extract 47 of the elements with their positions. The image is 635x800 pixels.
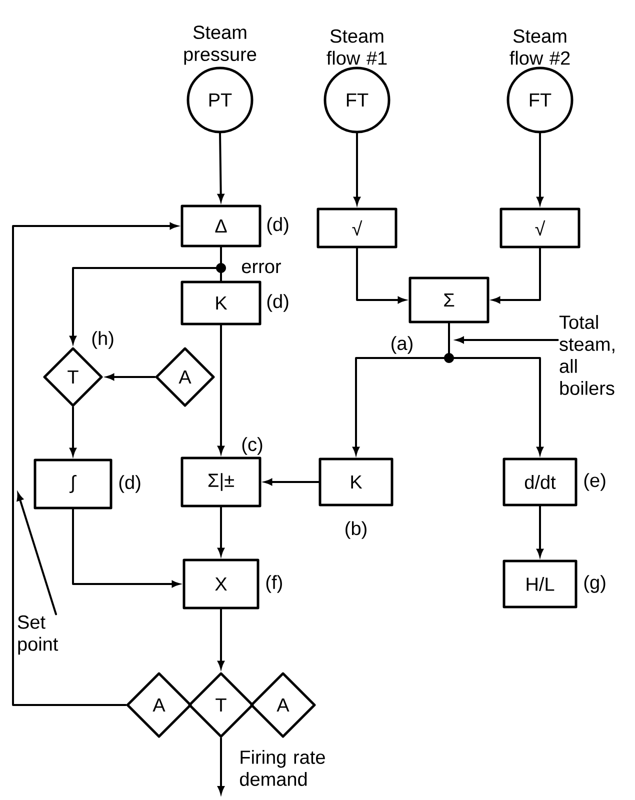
tag-label: (b) bbox=[346, 521, 366, 539]
leader-arrow bbox=[16, 493, 57, 616]
tag-label: (d) bbox=[119, 475, 140, 493]
tag-label: (c) bbox=[242, 437, 262, 455]
arrow bbox=[218, 324, 224, 454]
tag-label: (e) bbox=[584, 473, 606, 491]
tag-label: (g) bbox=[584, 575, 606, 593]
text-label: (a) bbox=[392, 336, 412, 354]
node-label: Steam pressure bbox=[184, 26, 256, 65]
arrow bbox=[218, 506, 224, 556]
function-box: √ bbox=[316, 208, 398, 248]
text-label: Set point bbox=[18, 615, 58, 655]
arrow bbox=[12, 222, 178, 706]
arrow bbox=[354, 132, 360, 204]
arrow bbox=[218, 737, 224, 794]
arrow bbox=[72, 508, 180, 588]
arrow bbox=[218, 608, 224, 669]
arrow bbox=[218, 132, 224, 202]
function-box: Σ bbox=[408, 276, 490, 324]
arrow bbox=[70, 246, 222, 344]
function-box: √ bbox=[500, 208, 580, 248]
function-box: X bbox=[182, 558, 260, 610]
text-label: Total steam, all boilers bbox=[559, 315, 614, 395]
arrow bbox=[264, 478, 320, 486]
arrow bbox=[70, 406, 76, 456]
function-box: d/dt bbox=[502, 458, 578, 506]
arrow bbox=[448, 322, 544, 454]
arrow bbox=[536, 132, 544, 204]
arrow bbox=[536, 505, 544, 557]
arrow bbox=[492, 247, 541, 304]
arrow bbox=[356, 247, 406, 304]
node-label: Steam flow #1 bbox=[326, 29, 387, 65]
function-box: K bbox=[180, 280, 262, 326]
arrow bbox=[106, 374, 156, 380]
function-box: K bbox=[318, 458, 394, 506]
tag-label: (d) bbox=[267, 294, 288, 312]
edge-label: Firing rate demand bbox=[240, 750, 325, 786]
function-box: Σ|± bbox=[180, 456, 262, 508]
function-box: H/L bbox=[502, 560, 578, 608]
leader-arrow bbox=[456, 336, 559, 344]
node-label: Steam flow #2 bbox=[510, 29, 570, 65]
tag-label: (h) bbox=[92, 331, 114, 349]
tag-label: (d) bbox=[267, 217, 288, 235]
function-box: ∫ bbox=[34, 458, 112, 510]
text-label: error bbox=[242, 262, 281, 274]
function-box: Δ bbox=[180, 204, 262, 248]
tag-label: (f) bbox=[266, 575, 282, 593]
